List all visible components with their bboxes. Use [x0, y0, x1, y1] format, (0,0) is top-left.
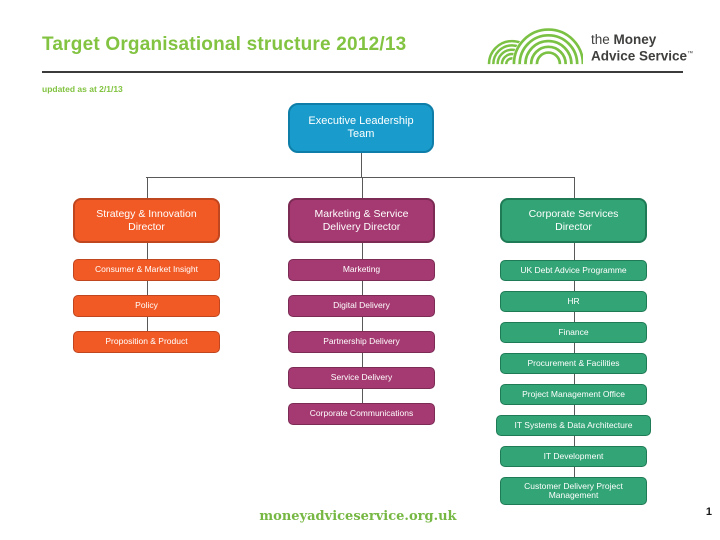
org-child-box-customer-delivery-project-management: Customer Delivery Project Management: [500, 477, 647, 505]
logo-word-advice-service: Advice Service: [591, 48, 688, 63]
connector-director-stub: [361, 177, 363, 198]
org-child-box-corporate-communications: Corporate Communications: [288, 403, 435, 425]
connector-column-spine: [361, 243, 363, 414]
title-underline: [42, 71, 683, 73]
org-child-box-uk-debt-advice-programme: UK Debt Advice Programme: [500, 260, 647, 281]
connector-root-stub: [360, 151, 362, 177]
org-child-box-digital-delivery: Digital Delivery: [288, 295, 435, 317]
director-box-strategy-innovation-director: Strategy & Innovation Director: [73, 198, 220, 243]
page-title: Target Organisational structure 2012/13: [42, 34, 407, 55]
director-box-marketing-service-delivery-director: Marketing & Service Delivery Director: [288, 198, 435, 243]
money-advice-service-logo: the Money Advice Service™: [487, 18, 693, 66]
connector-director-stub: [573, 177, 575, 198]
connector-column-spine: [146, 243, 148, 342]
updated-date-label: updated as at 2/1/13: [42, 84, 123, 94]
org-child-box-partnership-delivery: Partnership Delivery: [288, 331, 435, 353]
director-box-corporate-services-director: Corporate Services Director: [500, 198, 647, 243]
org-child-box-procurement-facilities: Procurement & Facilities: [500, 353, 647, 374]
org-child-box-proposition-product: Proposition & Product: [73, 331, 220, 353]
footer-url: moneyadviceservice.org.uk: [259, 509, 457, 524]
root-box-executive-leadership-team: Executive Leadership Team: [288, 103, 434, 153]
org-child-box-hr: HR: [500, 291, 647, 312]
connector-horizontal-bar: [146, 177, 574, 178]
org-child-box-it-development: IT Development: [500, 446, 647, 467]
logo-word-money: Money: [613, 31, 657, 47]
org-child-box-policy: Policy: [73, 295, 220, 317]
logo-wordmark: the Money Advice Service™: [591, 32, 693, 67]
page-number: 1: [705, 506, 712, 518]
connector-director-stub: [146, 177, 148, 198]
org-child-box-finance: Finance: [500, 322, 647, 343]
org-child-box-it-systems-data-architecture: IT Systems & Data Architecture: [496, 415, 651, 436]
rainbow-arcs-icon: [487, 27, 583, 65]
trademark-symbol: ™: [687, 50, 694, 57]
org-child-box-consumer-market-insight: Consumer & Market Insight: [73, 259, 220, 281]
logo-word-the: the: [591, 31, 610, 47]
org-child-box-service-delivery: Service Delivery: [288, 367, 435, 389]
org-child-box-project-management-office: Project Management Office: [500, 384, 647, 405]
org-child-box-marketing: Marketing: [288, 259, 435, 281]
